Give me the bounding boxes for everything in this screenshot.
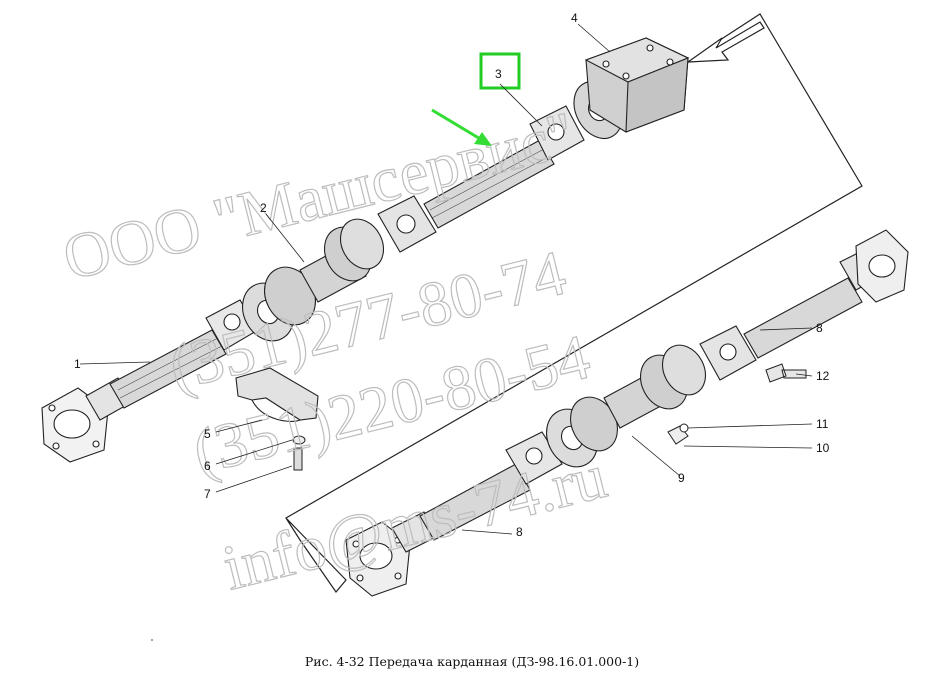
stray-dot <box>151 639 153 641</box>
lower-left-flange <box>345 521 411 597</box>
lower-right-flange <box>855 229 909 303</box>
bolt-part-12 <box>765 363 807 383</box>
callout-7: 7 <box>204 487 211 501</box>
clamp-part-5 <box>235 367 319 422</box>
callout-3: 3 <box>495 67 502 81</box>
figure-caption: Рис. 4-32 Передача карданная (ДЗ-98.16.0… <box>304 654 640 669</box>
callout-10: 10 <box>816 441 830 455</box>
upper-shaft-assembly <box>41 37 690 463</box>
callout-4: 4 <box>571 11 578 25</box>
highlight-box-part-3 <box>479 52 521 90</box>
lower-shaft-tube-1 <box>419 463 531 541</box>
callout-6: 6 <box>204 459 211 473</box>
washer-part-11 <box>679 423 689 433</box>
watermark: ООО "Машсервис" (351)277-80-74 (351)220-… <box>56 97 614 604</box>
callout-11: 11 <box>816 417 829 431</box>
callout-5: 5 <box>204 427 211 441</box>
callout-2: 2 <box>260 201 267 215</box>
callout-9: 9 <box>678 471 685 485</box>
gearbox-housing <box>584 37 690 133</box>
callout-8-lower: 8 <box>516 525 523 539</box>
lower-shaft-tube-3 <box>743 277 863 359</box>
flow-arrow-icon <box>685 21 765 63</box>
leader-lines <box>79 23 813 535</box>
green-pointer-arrow-icon <box>431 108 492 146</box>
bolt-part-7 <box>293 447 303 471</box>
lower-shaft-assembly <box>345 229 909 597</box>
washer-part-6 <box>292 435 306 445</box>
callout-1: 1 <box>74 357 81 371</box>
callout-8-upper: 8 <box>816 321 823 335</box>
callout-12: 12 <box>816 369 830 383</box>
routing-frame-line <box>285 13 863 593</box>
shaft-tube-3 <box>423 139 555 229</box>
